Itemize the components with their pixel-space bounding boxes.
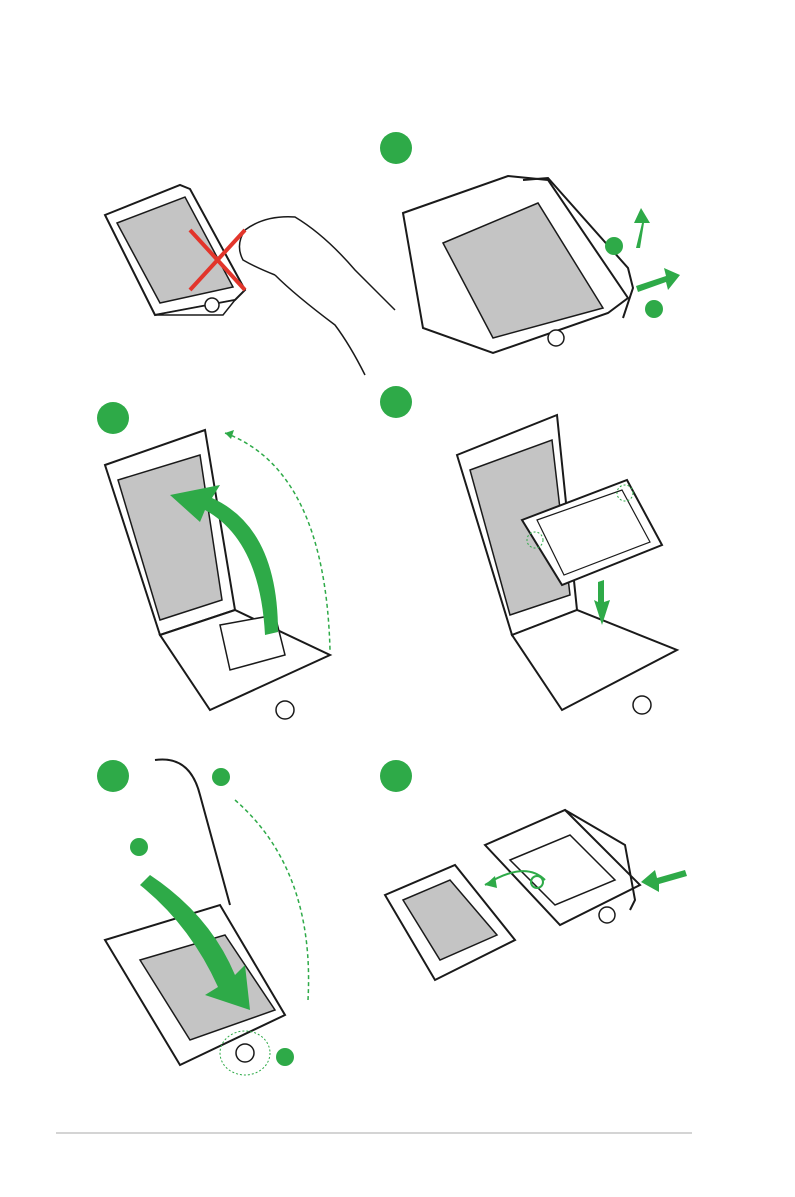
sub-badge-d [130,838,148,856]
panel-do-not-touch [95,175,395,375]
panel-close-load-plate [100,755,320,1085]
panel-remove-cap [385,800,690,990]
close-plate-illustration [100,755,320,1085]
sub-badge-e [276,1048,294,1066]
panel-insert-cpu [452,400,697,720]
lift-plate-illustration [100,400,345,720]
socket-hand-illustration [95,175,395,375]
step-badge-2 [380,132,412,164]
footer-divider [56,1132,692,1134]
push-arrow-icon [641,870,687,892]
sub-badge-b [645,300,663,318]
sub-badge-a [605,237,623,255]
step-badge-4 [380,386,412,418]
right-arrow-icon [636,268,680,292]
up-arrow-icon [634,208,650,248]
panel-lift-load-plate [100,400,345,720]
cpu-insert-illustration [452,400,697,720]
step-badge-6 [380,760,412,792]
remove-cap-illustration [385,800,690,990]
socket-lever-illustration [398,168,688,358]
panel-release-lever [398,168,688,358]
sub-badge-c [212,768,230,786]
